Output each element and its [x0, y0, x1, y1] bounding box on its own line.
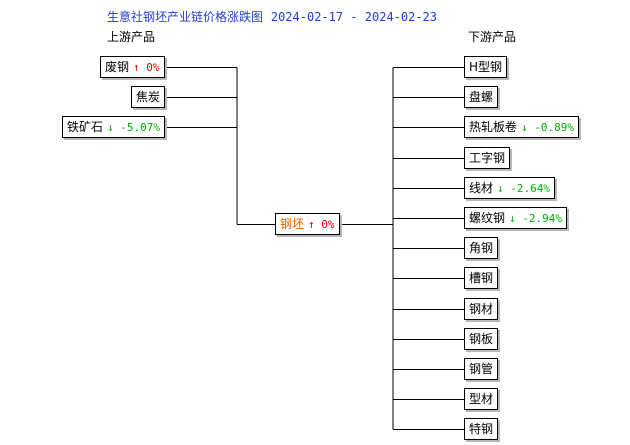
downstream-node[interactable]: H型钢: [464, 56, 508, 78]
change-value: 0%: [139, 61, 160, 74]
price-down-indicator: ↓ -2.94%: [509, 212, 562, 225]
center-node[interactable]: 钢坯↑ 0%: [275, 213, 340, 235]
node-name: 钢板: [469, 332, 494, 346]
downstream-node[interactable]: 槽钢: [464, 267, 499, 289]
node-name: 槽钢: [469, 271, 494, 285]
price-down-indicator: ↓ -5.07%: [107, 121, 160, 134]
node-name: 特钢: [469, 422, 494, 436]
downstream-node[interactable]: 工字钢: [464, 147, 511, 169]
node-name: 焦炭: [136, 90, 161, 104]
price-up-indicator: ↑ 0%: [308, 218, 335, 231]
arrow-down-icon: ↓: [107, 121, 114, 134]
change-value: -2.64%: [503, 182, 550, 195]
price-up-indicator: ↑ 0%: [133, 61, 160, 74]
upstream-node[interactable]: 铁矿石↓ -5.07%: [62, 116, 165, 138]
node-name: 钢管: [469, 362, 494, 376]
node-name: 废钢: [105, 60, 130, 74]
downstream-node[interactable]: 角钢: [464, 237, 499, 259]
change-value: 0%: [314, 218, 335, 231]
arrow-up-icon: ↑: [133, 61, 140, 74]
arrow-down-icon: ↓: [497, 182, 504, 195]
change-value: -0.89%: [527, 121, 574, 134]
downstream-node[interactable]: 型材: [464, 388, 499, 410]
arrow-down-icon: ↓: [521, 121, 528, 134]
arrow-down-icon: ↓: [509, 212, 516, 225]
node-name: H型钢: [469, 60, 503, 74]
node-name: 角钢: [469, 241, 494, 255]
node-name: 型材: [469, 392, 494, 406]
downstream-node[interactable]: 钢板: [464, 328, 499, 350]
price-down-indicator: ↓ -2.64%: [497, 182, 550, 195]
node-name: 工字钢: [469, 151, 506, 165]
downstream-header: 下游产品: [468, 30, 517, 44]
downstream-node[interactable]: 钢管: [464, 358, 499, 380]
arrow-up-icon: ↑: [308, 218, 315, 231]
diagram-title: 生意社钢坯产业链价格涨跌图 2024-02-17 - 2024-02-23: [107, 8, 437, 25]
node-name: 盘螺: [469, 90, 494, 104]
node-name: 铁矿石: [67, 120, 104, 134]
price-down-indicator: ↓ -0.89%: [521, 121, 574, 134]
upstream-node[interactable]: 废钢↑ 0%: [100, 56, 165, 78]
downstream-node[interactable]: 螺纹钢↓ -2.94%: [464, 207, 567, 229]
downstream-node[interactable]: 特钢: [464, 418, 499, 440]
date-range: 2024-02-17 - 2024-02-23: [270, 10, 438, 24]
upstream-header: 上游产品: [107, 30, 156, 44]
downstream-node[interactable]: 盘螺: [464, 86, 499, 108]
upstream-node[interactable]: 焦炭: [131, 86, 166, 108]
node-name: 线材: [469, 181, 494, 195]
node-name: 螺纹钢: [469, 211, 506, 225]
downstream-node[interactable]: 热轧板卷↓ -0.89%: [464, 116, 579, 138]
node-name: 钢材: [469, 302, 494, 316]
downstream-node[interactable]: 线材↓ -2.64%: [464, 177, 555, 199]
node-name: 钢坯: [280, 217, 305, 231]
change-value: -2.94%: [515, 212, 562, 225]
change-value: -5.07%: [113, 121, 160, 134]
node-name: 热轧板卷: [469, 120, 518, 134]
downstream-node[interactable]: 钢材: [464, 298, 499, 320]
title-text: 生意社钢坯产业链价格涨跌图: [107, 10, 264, 24]
